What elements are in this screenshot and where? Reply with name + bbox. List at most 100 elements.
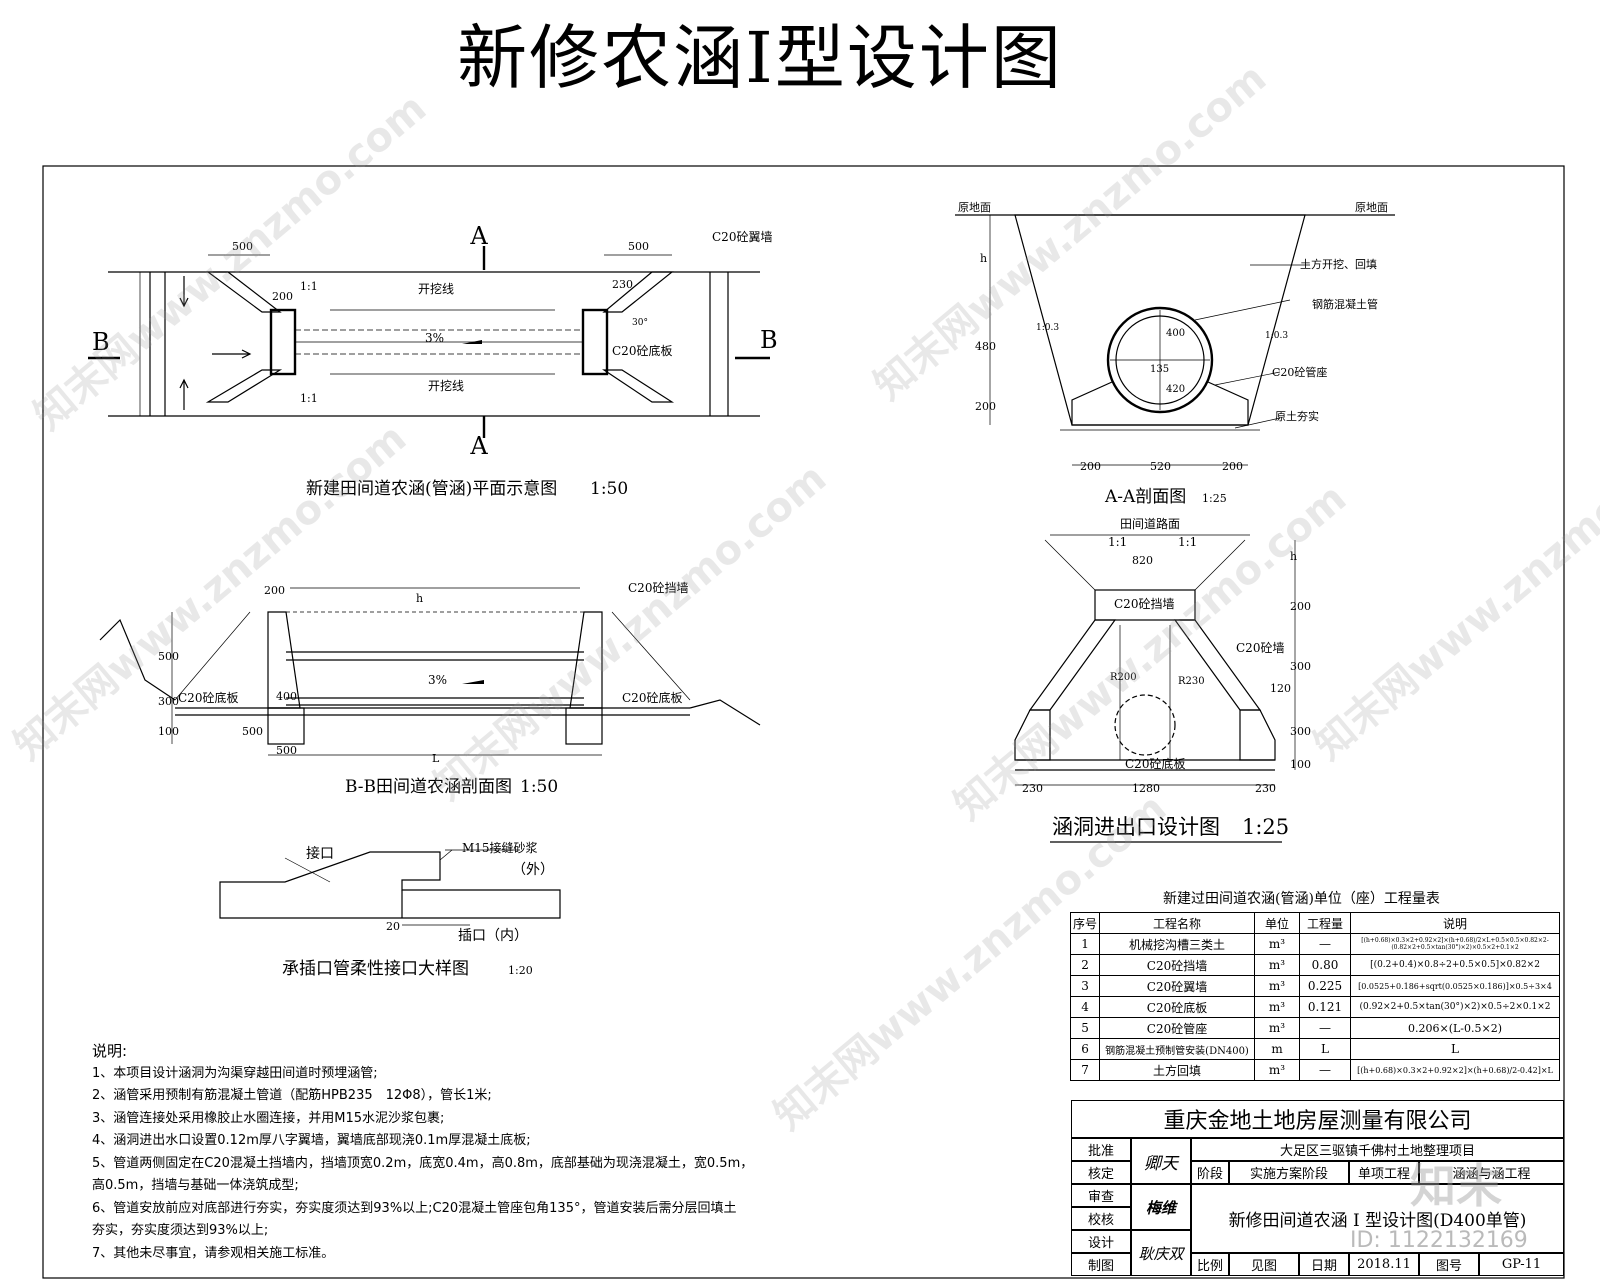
pipe-label: 钢筋混凝土管 [1312,297,1378,311]
cell-name: C20砼底板 [1099,996,1256,1018]
slope-plan-bottom: 1:1 [300,392,318,405]
tb-date-value: 2018.11 [1349,1253,1419,1276]
ground-right: 原地面 [1355,201,1388,214]
note-item: 2、涵管采用预制有筋混凝土管道（配筋HPB235 12Φ8），管长1米; [92,1088,492,1103]
cell-name: C20砼管座 [1099,1017,1256,1039]
inlet-outlet-title: 涵洞进出口设计图 [1052,815,1220,839]
ground-left: 原地面 [958,201,991,214]
aa-bottom-dim-1: 200 [1080,460,1101,473]
dim-230-plan: 230 [612,278,633,291]
joint-detail [219,849,561,926]
tb-scale-label: 比例 [1191,1253,1229,1276]
road-label: 田间道路面 [1120,516,1180,531]
io-dim-820: 820 [1132,554,1153,567]
inlet-outlet-scale: 1:25 [1242,815,1289,839]
cell-name: 机械挖沟槽三类土 [1099,933,1256,955]
label-base-plan: C20砼底板 [612,343,672,358]
aa-bottom-dim-2: 520 [1150,460,1171,473]
io-dim-120: 120 [1270,682,1291,695]
cell-qty: — [1299,933,1352,955]
io-dim-100: 100 [1290,758,1311,771]
section-bb [99,587,761,756]
tb-project: 大足区三驱镇千佛村土地整理项目 [1191,1138,1564,1161]
cell-desc: [(h+0.68)×0.3×2+0.92×2]×(h+0.68)/2-0.42]… [1350,1059,1560,1081]
company-name: 重庆金地土地房屋测量有限公司 [1071,1100,1564,1138]
cell-unit: m³ [1254,996,1301,1018]
cell-unit: m³ [1254,1017,1301,1039]
io-r200: R200 [1110,672,1137,683]
bb-dim-100: 100 [158,725,179,738]
section-bb-title: B-B田间道农涵剖面图 [345,777,512,797]
io-bottom-dim-1: 230 [1022,782,1043,795]
cell-unit: m [1254,1038,1301,1060]
dim-500-right: 500 [628,240,649,253]
aa-slope-left: 1:0.3 [1036,323,1059,333]
tb-draw: 制图 [1071,1253,1131,1276]
cell-qty: — [1299,1017,1352,1039]
table-row: 1 机械挖沟槽三类土 m³ — [(h+0.68)×0.3×2+0.92×2]×… [1069,933,1560,955]
table-row: 3 C20砼翼墙 m³ 0.225 [0.0525+0.186+sqrt(0.0… [1069,975,1560,997]
note-item: 高0.5m，挡墙与基础一体浇筑成型; [92,1178,299,1193]
bb-dim-300: 300 [158,695,179,708]
cell-desc: [0.0525+0.186+sqrt(0.0525×0.186)]×0.5÷3×… [1350,975,1560,997]
cell-desc: [(h+0.68)×0.3×2+0.92×2]×(h+0.68)/2×L+0.5… [1350,933,1560,955]
col-desc: 说明 [1350,912,1560,934]
bb-dim-500b: 500 [242,725,263,738]
io-dim-200: 200 [1290,600,1311,613]
io-base-label: C20砼底板 [1125,756,1185,771]
section-aa [955,214,1395,466]
tb-review: 审查 [1071,1184,1131,1207]
bb-dim-500c: 500 [276,744,297,757]
section-bb-scale: 1:50 [520,777,558,797]
io-dim-300a: 300 [1290,660,1311,673]
cell-name: 钢筋混凝土预制管安装(DN400) [1099,1038,1256,1060]
excavation-label: 土方开挖、回填 [1300,257,1377,271]
table-row: 5 C20砼管座 m³ — 0.206×(L-0.5×2) [1069,1017,1560,1039]
tb-sign-review: 梅维 [1131,1184,1191,1230]
notes: 说明: 1、本项目设计涵洞为沟渠穿越田间道时预埋涵管; 2、涵管采用预制有筋混凝… [92,1040,792,1265]
cell-qty: 0.225 [1299,975,1352,997]
notes-heading: 说明: [92,1042,128,1060]
cell-no: 1 [1069,933,1101,955]
joint-detail-title: 承插口管柔性接口大样图 [282,959,469,979]
note-item: 夯实，夯实度须达到93%以上; [92,1223,269,1238]
cell-unit: m³ [1254,954,1301,976]
aa-angle-135: 135 [1150,364,1169,375]
io-dim-300b: 300 [1290,725,1311,738]
aa-dim-400: 400 [1166,328,1185,339]
col-no: 序号 [1069,912,1101,934]
col-unit: 单位 [1254,912,1301,934]
cell-qty: 0.80 [1299,954,1352,976]
note-item: 4、涵洞进出水口设置0.12m厚八字翼墙，翼墙底部现浇0.1m厚混凝土底板; [92,1133,531,1148]
tb-date-label: 日期 [1299,1253,1349,1276]
plan-view-scale: 1:50 [590,479,628,499]
io-slope-left: 1:1 [1108,535,1127,549]
tb-no-label: 图号 [1419,1253,1479,1276]
table-row: 4 C20砼底板 m³ 0.121 (0.92×2+0.5×tan(30°)×2… [1069,996,1560,1018]
cell-no: 3 [1069,975,1101,997]
tb-verify: 核定 [1071,1161,1131,1184]
io-dim-h: h [1290,550,1297,563]
tb-stage-value: 实施方案阶段 [1229,1161,1349,1184]
tb-drawing-name: 新修田间道农涵 I 型设计图(D400单管) [1191,1184,1564,1253]
tb-check: 校核 [1071,1207,1131,1230]
bb-dim-h: h [416,592,423,605]
excavation-line-bottom: 开挖线 [428,378,464,393]
watermark-logo: 知末 [1410,1159,1502,1213]
quantity-table-title: 新建过田间道农涵(管涵)单位（座）工程量表 [1163,891,1440,907]
cell-name: C20砼翼墙 [1099,975,1256,997]
slope-plan-top: 1:1 [300,280,318,293]
cell-unit: m³ [1254,933,1301,955]
quantity-table: 序号 工程名称 单位 工程量 说明 1 机械挖沟槽三类土 m³ — [(h+0.… [1069,912,1560,1081]
section-b-right: B [760,326,778,354]
cell-no: 7 [1069,1059,1101,1081]
bb-dim-400: 400 [276,690,297,703]
note-item: 7、其他未尽事宜，请参观相关施工标准。 [92,1245,335,1261]
section-a-bottom: A [469,432,488,460]
tb-no-value: GP-11 [1479,1253,1564,1276]
cell-qty: — [1299,1059,1352,1081]
inlet-outlet [1014,534,1296,786]
excavation-line-top: 开挖线 [418,281,454,296]
table-row: 6 钢筋混凝土预制管安装(DN400) m L L [1069,1038,1560,1060]
section-b-left: B [92,328,110,356]
